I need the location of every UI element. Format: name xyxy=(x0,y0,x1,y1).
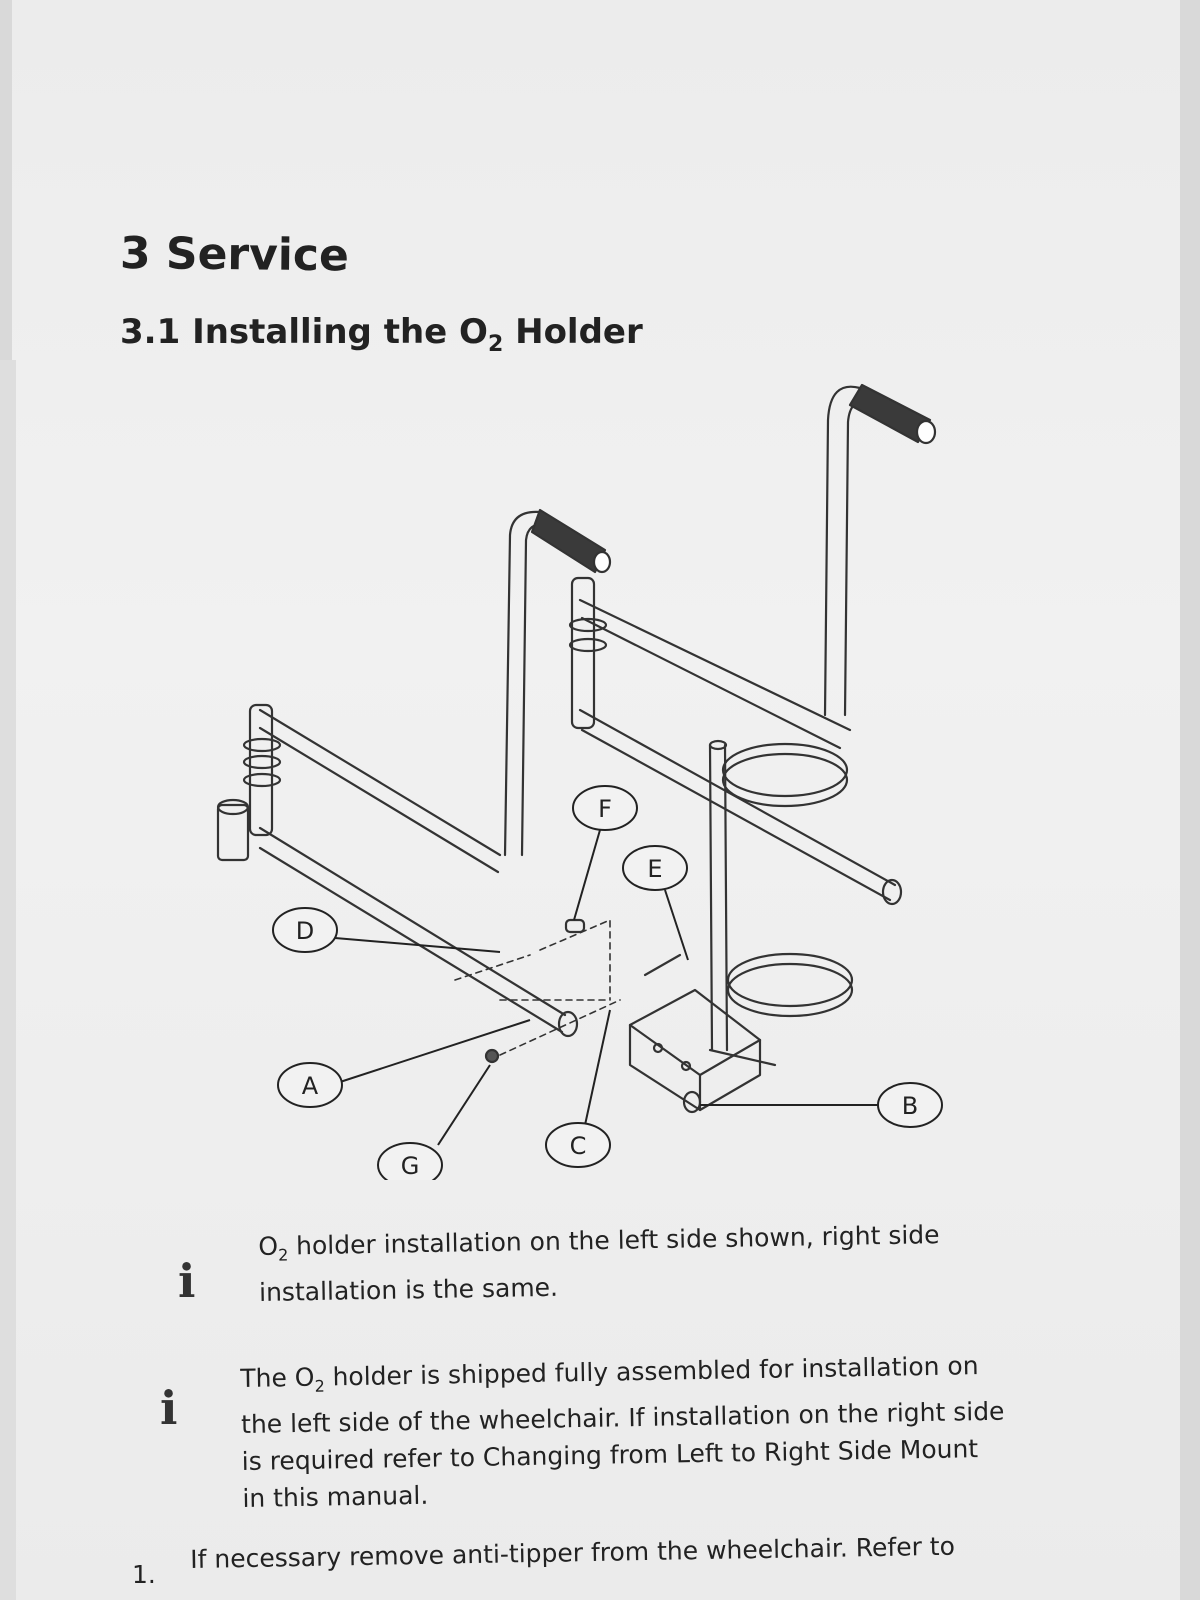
note-left-side: O2 holder installation on the left side … xyxy=(258,1220,940,1307)
callout-e-label: E xyxy=(647,855,662,883)
left-cane-tube xyxy=(503,510,542,857)
callout-e xyxy=(622,845,688,891)
page-edge xyxy=(0,360,16,1600)
callout-g xyxy=(377,1142,443,1180)
callout-b xyxy=(877,1082,943,1128)
callout-f xyxy=(572,785,638,831)
callout-g-label: G xyxy=(401,1152,420,1180)
subsection-title: 3.1 Installing the O2 Holder xyxy=(120,312,643,357)
callout-f-label: F xyxy=(598,795,612,823)
callout-a-label: A xyxy=(302,1072,319,1100)
right-cane-tube xyxy=(823,385,862,717)
callout-d xyxy=(272,907,338,953)
callout-line-f xyxy=(573,829,601,921)
callout-line-g xyxy=(437,1064,491,1146)
info-icon: ℹ xyxy=(160,1381,178,1435)
callout-b-label: B xyxy=(902,1092,918,1120)
callout-line-e xyxy=(664,889,689,961)
callout-line-c xyxy=(584,1009,611,1126)
callout-a xyxy=(277,1062,343,1108)
callout-c-label: C xyxy=(570,1132,587,1160)
note-shipped-assembled: The O2 holder is shipped fully assembled… xyxy=(240,1351,1005,1513)
section-title: 3 Service xyxy=(119,228,350,282)
callout-d-label: D xyxy=(296,917,314,945)
step-number: 1. xyxy=(132,1560,156,1589)
callout-line-a xyxy=(339,1019,531,1083)
callout-line-d xyxy=(334,937,501,953)
info-icon: ℹ xyxy=(178,1254,196,1308)
o2-holder-diagram: A B C D E F G xyxy=(216,383,943,1180)
callout-c xyxy=(545,1122,611,1168)
